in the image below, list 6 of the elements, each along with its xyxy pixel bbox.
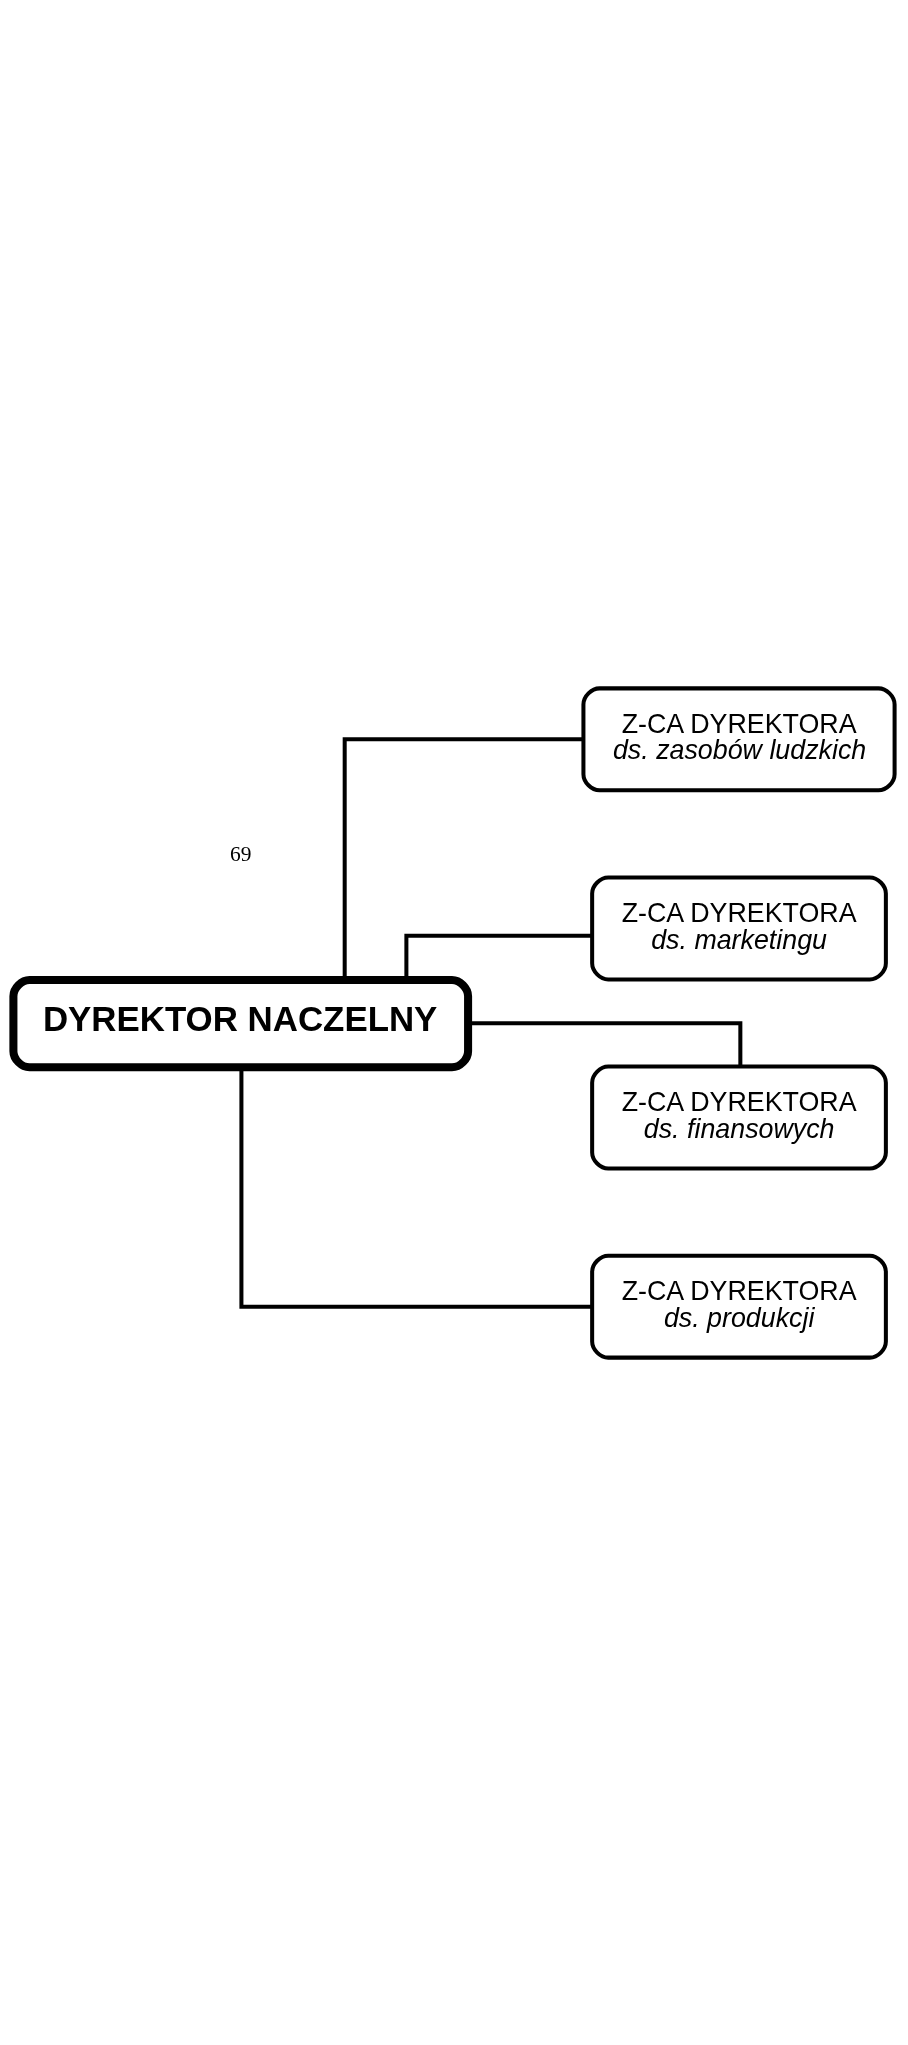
node-box: Z-CA DYREKTORA ds. finansowych: [590, 1064, 888, 1171]
node-box: DYREKTOR NACZELNY: [9, 975, 473, 1071]
node-box: Z-CA DYREKTORA ds. produkcji: [590, 1253, 888, 1360]
label: 69: [230, 841, 252, 866]
node-box: Z-CA DYREKTORA ds. zasobów ludzkich: [581, 685, 897, 792]
node-box: Z-CA DYREKTORA ds. marketingu: [590, 874, 888, 981]
